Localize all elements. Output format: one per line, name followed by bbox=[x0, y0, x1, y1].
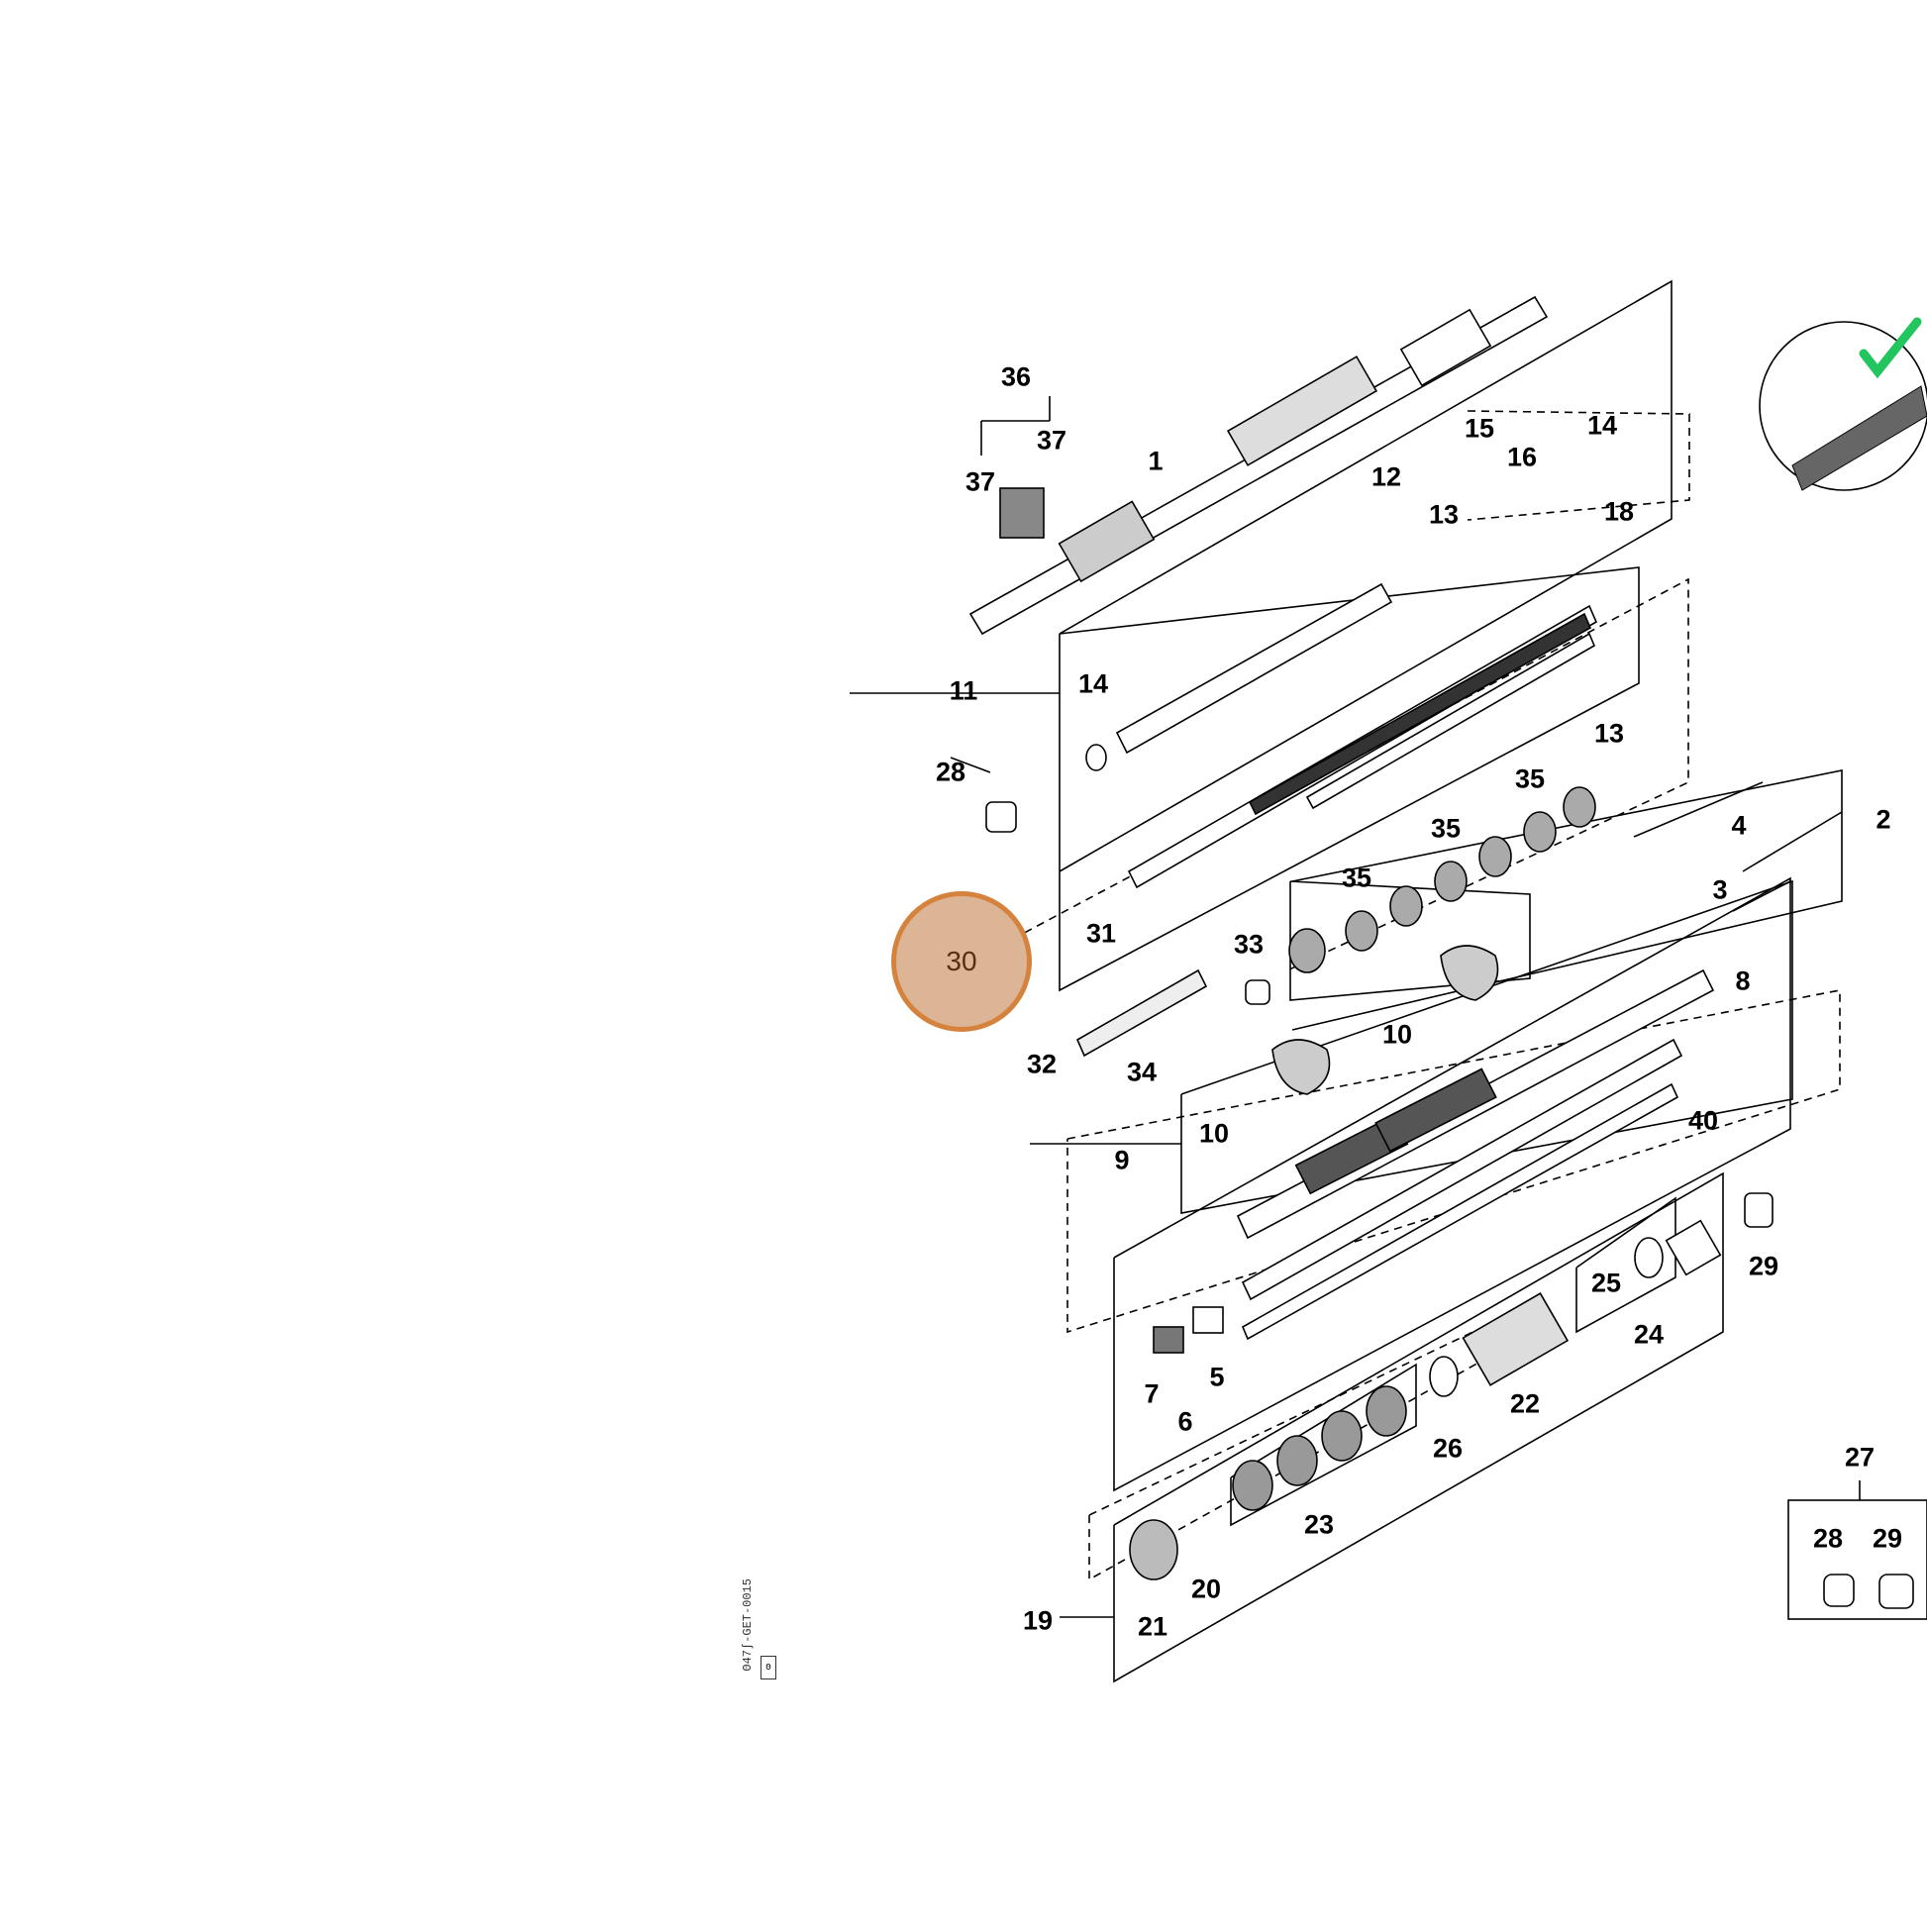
label-35-a: 35 bbox=[1514, 763, 1546, 794]
image-code-text: ʘ47ʃ-GET-0015 bbox=[741, 1578, 755, 1672]
label-35-b: 35 bbox=[1430, 813, 1462, 844]
frame-lower-2 bbox=[1291, 769, 1843, 1031]
image-code-box: ʘ bbox=[761, 1656, 776, 1679]
image-code: ʘ47ʃ-GET-0015 ʘ bbox=[741, 1578, 776, 1679]
label-34: 34 bbox=[1126, 1057, 1158, 1087]
label-16: 15 bbox=[1464, 413, 1495, 444]
label-14: 14 bbox=[1077, 668, 1109, 699]
label-12: 12 bbox=[1370, 461, 1402, 492]
label-28-inset: 28 bbox=[1812, 1523, 1844, 1554]
label-9: 9 bbox=[1114, 1145, 1130, 1175]
label-7: 7 bbox=[1144, 1378, 1160, 1409]
label-10-left: 10 bbox=[1198, 1118, 1230, 1149]
label-27: 27 bbox=[1844, 1442, 1876, 1473]
label-13-top: 13 bbox=[1428, 499, 1460, 530]
label-1: 1 bbox=[1148, 446, 1164, 476]
label-6: 6 bbox=[1177, 1406, 1193, 1437]
dashed-frame-8 bbox=[1066, 989, 1841, 1334]
frame-27 bbox=[1787, 1499, 1927, 1620]
label-5: 5 bbox=[1209, 1362, 1225, 1392]
frame-23 bbox=[1230, 1363, 1417, 1527]
label-18: 18 bbox=[1603, 496, 1635, 527]
label-28: 28 bbox=[935, 757, 966, 787]
label-29-right: 29 bbox=[1748, 1251, 1779, 1281]
label-17: 16 bbox=[1506, 442, 1538, 472]
label-29-inset: 29 bbox=[1872, 1523, 1903, 1554]
part-30-hotspot[interactable]: 30 bbox=[891, 891, 1032, 1032]
label-37-left: 37 bbox=[964, 466, 996, 497]
label-40: 40 bbox=[1687, 1105, 1719, 1136]
label-31: 31 bbox=[1085, 918, 1117, 949]
checkmark-icon bbox=[1859, 317, 1922, 379]
frame-1 bbox=[1059, 279, 1673, 872]
label-15: 14 bbox=[1586, 410, 1618, 441]
label-25: 25 bbox=[1590, 1268, 1622, 1298]
label-36: 36 bbox=[1000, 361, 1032, 392]
label-13-right: 13 bbox=[1593, 718, 1625, 749]
label-32: 32 bbox=[1026, 1049, 1058, 1079]
label-35-c: 35 bbox=[1341, 863, 1372, 893]
frame-24 bbox=[1575, 1196, 1676, 1334]
frame-3 bbox=[1113, 876, 1791, 1492]
frame-19 bbox=[1113, 1171, 1724, 1683]
label-26: 26 bbox=[1432, 1433, 1464, 1464]
label-11: 11 bbox=[949, 675, 978, 706]
label-24: 24 bbox=[1633, 1319, 1665, 1350]
label-20: 20 bbox=[1190, 1574, 1222, 1604]
label-8: 8 bbox=[1735, 966, 1751, 996]
dashed-frame-20 bbox=[1088, 1305, 1526, 1581]
label-37-right: 37 bbox=[1036, 425, 1067, 456]
label-10-right: 10 bbox=[1381, 1019, 1413, 1050]
label-22: 22 bbox=[1509, 1388, 1541, 1419]
label-33: 33 bbox=[1233, 929, 1265, 960]
frame-11 bbox=[1059, 566, 1640, 992]
frame-9 bbox=[1180, 879, 1793, 1214]
label-3: 3 bbox=[1712, 874, 1728, 905]
label-23: 23 bbox=[1303, 1509, 1335, 1540]
dashed-frame-15 bbox=[1467, 410, 1690, 521]
label-21: 21 bbox=[1137, 1611, 1168, 1642]
label-2: 2 bbox=[1876, 804, 1891, 835]
part-30-label: 30 bbox=[946, 946, 977, 976]
label-19: 19 bbox=[1022, 1605, 1054, 1636]
label-4: 4 bbox=[1731, 810, 1747, 841]
